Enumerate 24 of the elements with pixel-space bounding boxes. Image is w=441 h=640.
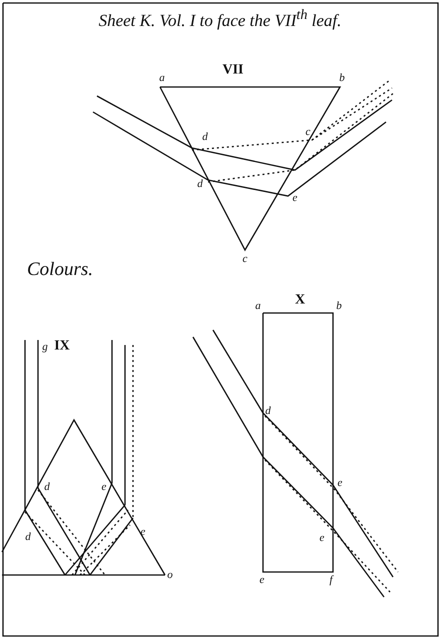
point-letter: b <box>339 72 345 84</box>
point-letter: a <box>255 300 261 312</box>
point-letter: b <box>336 300 342 312</box>
point-letter: o <box>167 569 173 581</box>
plate-heading: Sheet K. Vol. I to face the VII$^{th}$ leaf. <box>98 6 342 31</box>
figure-number: X <box>294 292 306 308</box>
point-letter: d <box>202 131 208 143</box>
point-letter: c <box>306 126 310 138</box>
point-letter: f <box>329 574 333 586</box>
point-letter: e <box>338 477 342 489</box>
point-letter: e <box>320 532 324 544</box>
point-letter: d <box>25 531 31 543</box>
point-letter: c <box>242 253 248 265</box>
point-letter: g <box>42 341 48 353</box>
point-letter: d <box>265 405 271 417</box>
point-letter: e <box>292 192 298 204</box>
point-letter: e <box>102 481 106 493</box>
point-letter: e <box>260 574 264 586</box>
figure-number: VII <box>222 62 244 78</box>
point-letter: a <box>159 72 165 84</box>
point-letter: d <box>197 178 203 190</box>
point-letter: d <box>44 481 50 493</box>
figure-number: IX <box>54 338 70 354</box>
section-heading: Colours. <box>27 259 93 281</box>
